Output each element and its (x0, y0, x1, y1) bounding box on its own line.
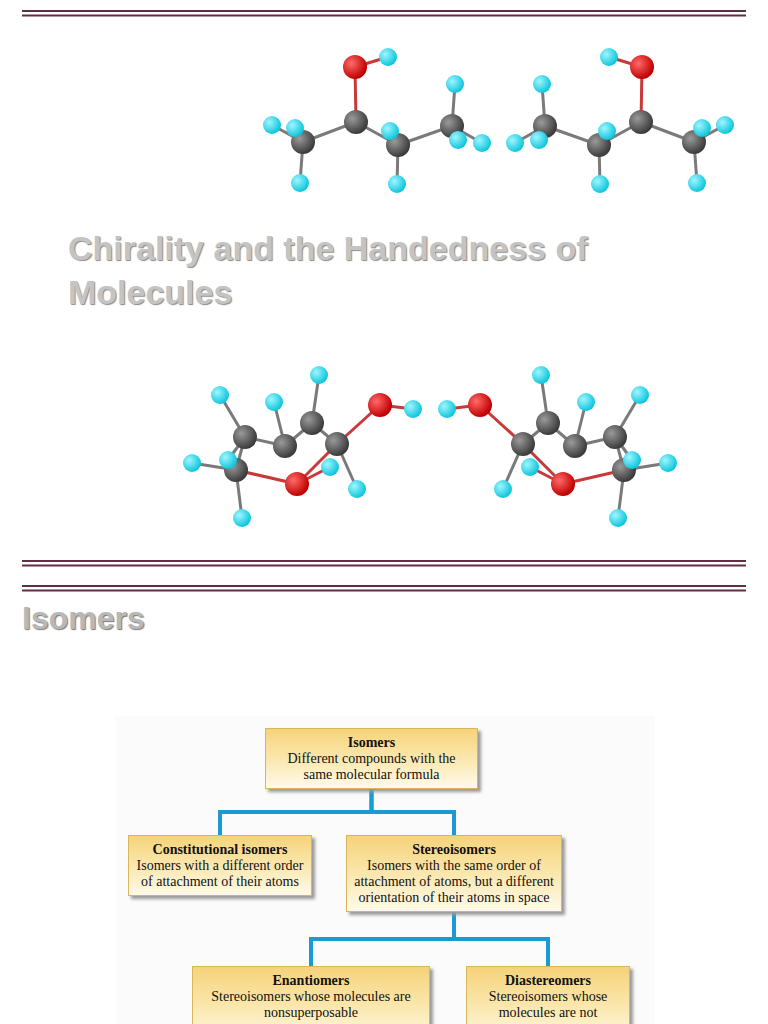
tree-connector (220, 789, 372, 835)
atom (263, 116, 281, 134)
box-description: Different compounds with the same molecu… (273, 751, 470, 783)
tree-connector (311, 912, 454, 966)
atom (379, 48, 397, 66)
atom (563, 434, 587, 458)
atom (659, 454, 677, 472)
box-heading: Enantiomers (200, 972, 422, 989)
atom (506, 134, 524, 152)
tree-connector (372, 789, 455, 835)
atom (530, 131, 548, 149)
atom (693, 119, 711, 137)
atom (600, 48, 618, 66)
box-description: Isomers with a different order of attach… (136, 858, 304, 890)
atom (716, 116, 734, 134)
category-box: DiastereomersStereoisomers whose molecul… (466, 966, 630, 1024)
atom (603, 425, 627, 449)
atom (310, 366, 328, 384)
ball-stick-molecule (263, 48, 491, 193)
atom (688, 174, 706, 192)
slide-heading: Isomers (22, 598, 145, 638)
atom (368, 393, 392, 417)
atom (468, 393, 492, 417)
atom (211, 386, 229, 404)
atom (291, 174, 309, 192)
atom (533, 75, 551, 93)
atom (273, 434, 297, 458)
atom (631, 386, 649, 404)
box-description: Stereoisomers whose molecules are nonsup… (200, 989, 422, 1021)
atom (521, 458, 539, 476)
atom (265, 393, 283, 411)
atom (629, 110, 653, 134)
atom (446, 75, 464, 93)
ball-stick-molecule (183, 366, 422, 527)
category-box: IsomersDifferent compounds with the same… (265, 728, 478, 789)
atom (388, 175, 406, 193)
box-description: Stereoisomers whose molecules are not (474, 989, 622, 1021)
atom (551, 472, 575, 496)
ball-stick-molecule (506, 48, 734, 193)
box-heading: Constitutional isomers (136, 841, 304, 858)
atom (449, 131, 467, 149)
box-description: Isomers with the same order of attachmen… (354, 858, 554, 906)
atom (183, 454, 201, 472)
atom (473, 134, 491, 152)
atom (536, 411, 560, 435)
atom (233, 425, 257, 449)
atom (404, 400, 422, 418)
category-box: StereoisomersIsomers with the same order… (346, 835, 562, 912)
tree-connector (454, 912, 548, 966)
atom (591, 175, 609, 193)
atom (325, 432, 349, 456)
box-heading: Isomers (273, 734, 470, 751)
ball-stick-molecule (438, 366, 677, 527)
atom (300, 411, 324, 435)
atom (344, 110, 368, 134)
atom (511, 432, 535, 456)
atom (577, 393, 595, 411)
atom (598, 122, 616, 140)
atom (233, 509, 251, 527)
category-box: Constitutional isomersIsomers with a dif… (128, 835, 312, 896)
atom (348, 480, 366, 498)
atom (381, 122, 399, 140)
slide-title: Chirality and the Handedness of Molecule… (68, 226, 678, 314)
box-heading: Diastereomers (474, 972, 622, 989)
atom (532, 366, 550, 384)
atom (343, 55, 367, 79)
atom (219, 451, 237, 469)
category-box: EnantiomersStereoisomers whose molecules… (192, 966, 430, 1024)
atom (285, 472, 309, 496)
atom (286, 119, 304, 137)
box-heading: Stereoisomers (354, 841, 554, 858)
atom (494, 480, 512, 498)
atom (609, 509, 627, 527)
atom (321, 458, 339, 476)
atom (623, 451, 641, 469)
atom (438, 400, 456, 418)
atom (630, 55, 654, 79)
